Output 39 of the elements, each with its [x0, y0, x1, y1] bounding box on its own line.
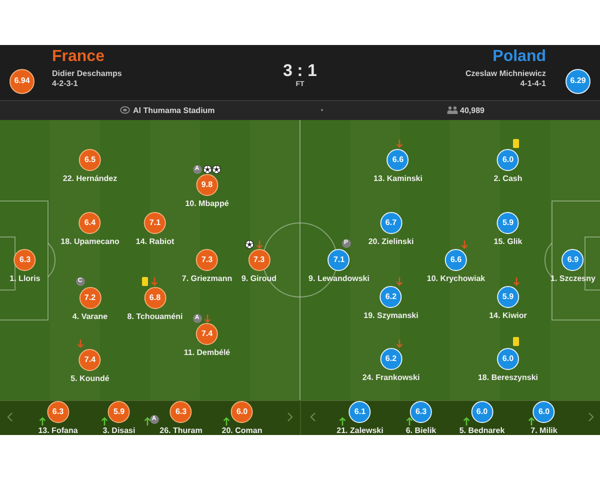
- player-name: 19. Szymanski: [364, 311, 418, 320]
- coach-name: Didier Deschamps: [52, 69, 122, 78]
- player-name: 8. Tchouaméni: [127, 312, 183, 321]
- player-name: 21. Zalewski: [336, 426, 384, 435]
- coach-name: Czeslaw Michniewicz: [466, 69, 546, 78]
- player-name: 13. Kaminski: [374, 174, 422, 183]
- player-name: 1. Lloris: [10, 274, 40, 283]
- player-name: 7. Milik: [530, 426, 558, 435]
- player-name: 20. Zielinski: [368, 237, 414, 246]
- player-name: 14. Rabiot: [136, 237, 174, 246]
- player-name: 7. Griezmann: [182, 274, 232, 283]
- player-name: 18. Upamecano: [60, 237, 120, 246]
- team-name: Poland: [492, 48, 546, 66]
- player-name: 10. Mbappé: [185, 199, 229, 208]
- player-name: 6. Bielik: [406, 426, 436, 435]
- score: 3 : 1: [282, 61, 318, 81]
- player-name: 3. Disasi: [102, 426, 136, 435]
- player-name: 10. Krychowiak: [426, 274, 486, 283]
- player-name: 5. Bednarek: [459, 426, 505, 435]
- player-name: 14. Kiwior: [489, 311, 527, 320]
- player-name: 9. Lewandowski: [308, 274, 370, 283]
- player-name: 5. Koundé: [70, 374, 110, 383]
- player-name: 18. Bereszynski: [478, 373, 538, 382]
- player-name: 26. Thuram: [160, 426, 202, 435]
- team-name: France: [52, 48, 104, 66]
- player-name: 13. Fofana: [38, 426, 78, 435]
- player-name: 2. Cash: [494, 174, 522, 183]
- player-name: 20. Coman: [222, 426, 262, 435]
- player-name: 4. Varane: [72, 312, 108, 321]
- formation: 4-2-3-1: [52, 79, 78, 88]
- player-name: 24. Frankowski: [362, 373, 420, 382]
- player-name: 1. Szczesny: [550, 274, 596, 283]
- player-name: 22. Hernández: [62, 174, 118, 183]
- venue-name: Al Thumama Stadium: [133, 106, 215, 115]
- attendance: 40,989: [460, 106, 484, 115]
- player-name: 15. Glik: [494, 237, 522, 246]
- formation: 4-1-4-1: [520, 79, 546, 88]
- player-name: 11. Dembélé: [184, 348, 230, 357]
- player-name: 9. Giroud: [241, 274, 277, 283]
